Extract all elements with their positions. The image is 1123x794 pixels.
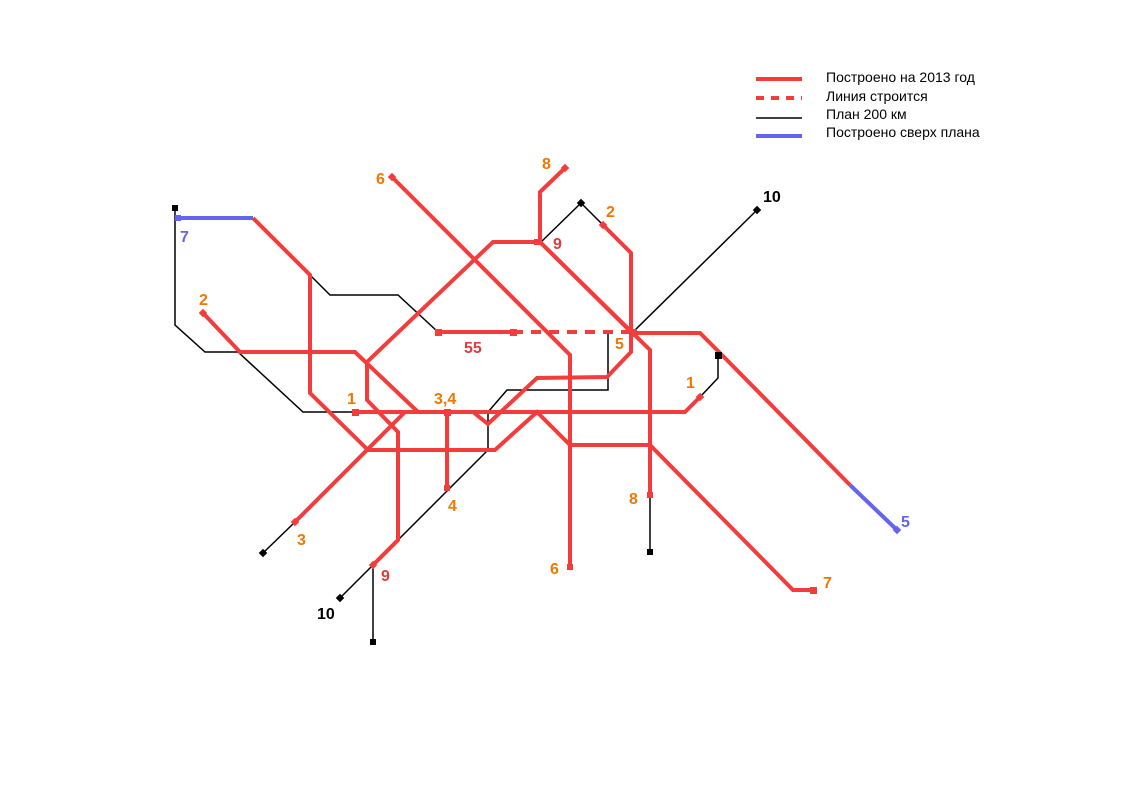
line-5-extra [848, 483, 899, 532]
station-marker [715, 352, 722, 359]
line-labels: 8 6 2 9 10 7 2 55 5 1 3,4 1 8 4 3 5 9 6 … [180, 156, 910, 623]
plan-line-3-south [262, 521, 296, 554]
legend-label: План 200 км [826, 106, 907, 122]
line-7 [251, 216, 813, 592]
label-line-1: 1 [686, 375, 695, 392]
extra-lines [175, 216, 899, 532]
station-marker [647, 492, 653, 498]
label-line-10: 10 [763, 189, 781, 206]
station-marker [444, 409, 451, 416]
station-marker [810, 587, 817, 594]
line-2-east [471, 223, 633, 427]
label-line-8: 8 [629, 491, 638, 508]
label-line-55: 55 [464, 340, 482, 357]
plan-line-north [539, 201, 604, 244]
station-marker [647, 549, 653, 555]
station-marker [629, 329, 637, 337]
station-marker [534, 239, 540, 245]
label-line-8: 8 [542, 156, 551, 173]
label-line-5: 5 [901, 514, 910, 531]
station-marker [175, 215, 181, 221]
legend-label: Построено на 2013 год [826, 69, 975, 85]
label-line-9: 9 [381, 568, 390, 585]
station-marker [352, 409, 359, 416]
legend: Построено на 2013 год Линия строится Пла… [756, 69, 980, 140]
legend-label: Построено сверх плана [826, 124, 980, 140]
line-1 [355, 395, 702, 414]
station-marker [335, 593, 345, 603]
line-9 [365, 240, 634, 567]
station-marker [198, 308, 208, 318]
plan-line-55-west [309, 274, 439, 333]
plan-line-10-ne [631, 209, 758, 334]
label-line-3: 3 [297, 532, 306, 549]
line-3 [293, 410, 407, 524]
station-marker [444, 485, 450, 491]
station-marker [567, 564, 573, 570]
terminal-markers [172, 163, 902, 645]
label-line-9: 9 [553, 236, 562, 253]
built-lines [201, 166, 852, 592]
station-marker [892, 525, 902, 535]
line-5 [632, 331, 852, 487]
station-marker [172, 205, 178, 211]
label-line-7: 7 [823, 575, 832, 592]
station-marker [370, 639, 376, 645]
label-line-6: 6 [550, 561, 559, 578]
station-marker [290, 517, 300, 527]
plan-line-7-west [174, 208, 355, 413]
plan-line-1-east [699, 355, 719, 398]
label-line-2: 2 [606, 204, 615, 221]
label-line-1: 1 [347, 391, 356, 408]
label-line-6: 6 [376, 171, 385, 188]
line-6 [390, 175, 572, 567]
station-marker [695, 392, 705, 402]
line-2-west [201, 311, 420, 414]
label-line-3-4: 3,4 [434, 391, 456, 408]
station-marker [387, 172, 397, 182]
label-line-10: 10 [317, 606, 335, 623]
label-line-5: 5 [615, 336, 624, 353]
station-marker [258, 548, 268, 558]
legend-label: Линия строится [826, 88, 928, 104]
station-marker [510, 329, 517, 336]
label-line-7: 7 [180, 229, 189, 246]
station-marker [435, 329, 442, 336]
label-line-4: 4 [448, 498, 457, 515]
station-marker [368, 560, 378, 570]
label-line-2: 2 [199, 292, 208, 309]
